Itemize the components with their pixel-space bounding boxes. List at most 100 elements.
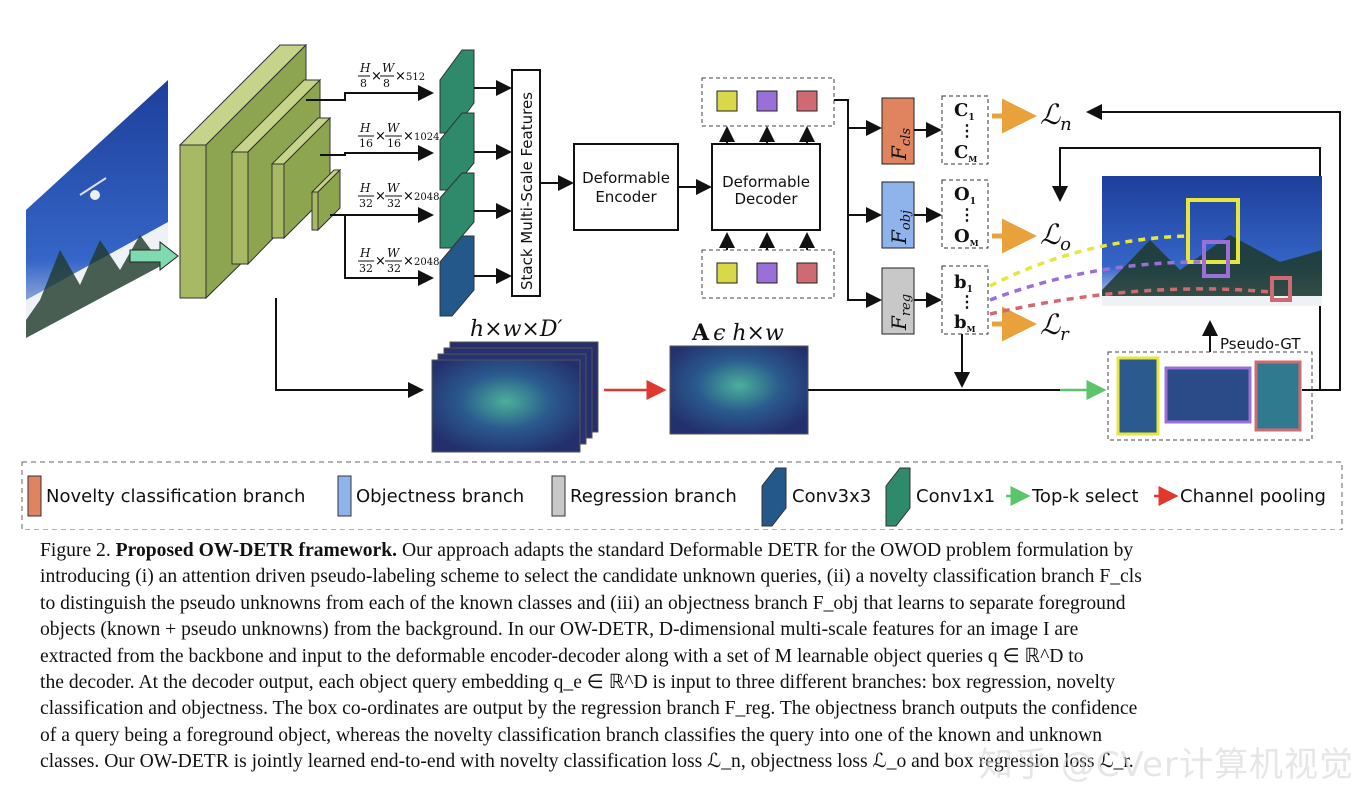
svg-text:CM: CM <box>954 142 977 164</box>
svg-text:⋮: ⋮ <box>959 121 975 140</box>
decoder-output-queries <box>701 77 835 127</box>
svg-text:b1: b1 <box>954 272 973 295</box>
caption-line-6: the decoder. At the decoder output, each… <box>40 672 1116 694</box>
svg-text:Novelty classification branch: Novelty classification branch <box>46 486 305 507</box>
svg-text:H: H <box>359 121 371 135</box>
head-output-arrows <box>914 122 942 308</box>
svg-text:O1: O1 <box>954 184 976 207</box>
encoder-box <box>573 143 679 231</box>
svg-text:bM: bM <box>954 312 976 334</box>
caption-line-4: objects (known + pseudo unknowns) from t… <box>40 619 1079 641</box>
svg-text:×: × <box>371 69 382 84</box>
loss-r: ℒr <box>1040 308 1070 345</box>
svg-text:Freg: Freg <box>887 294 914 331</box>
scale-labels: H 8 × W 8 × 512 H 16 × W 16 × 1024 H 32 … <box>358 61 439 275</box>
encoder-label-1: Deformable <box>582 169 670 187</box>
svg-text:32: 32 <box>359 197 373 210</box>
query-up-arrows <box>719 232 815 250</box>
head-cls: Fcls <box>881 97 915 165</box>
feature-maps <box>431 341 599 453</box>
encoder-label-2: Encoder <box>595 188 657 206</box>
svg-text:Fobj: Fobj <box>887 210 914 245</box>
decoder-label-2: Decoder <box>734 190 798 208</box>
legend-item-conv1x1: Conv1x1 <box>885 467 995 527</box>
svg-text:W: W <box>387 121 401 135</box>
caption-title: Proposed OW-DETR framework. <box>115 540 398 561</box>
input-image <box>26 80 168 338</box>
svg-text:×: × <box>375 189 386 204</box>
svg-text:Fcls: Fcls <box>887 128 914 161</box>
svg-text:32: 32 <box>359 262 373 275</box>
backbone-connectors <box>275 85 434 398</box>
svg-text:H: H <box>359 61 371 75</box>
legend-item-topk: Top-k select <box>1006 486 1139 507</box>
stack-label: Stack Multi-Scale Features <box>518 92 536 290</box>
svg-text:32: 32 <box>387 262 401 275</box>
object-queries <box>701 249 835 299</box>
caption-line-2: introducing (i) an attention driven pseu… <box>40 566 1142 588</box>
legend: Novelty classification branch Objectness… <box>21 461 1343 530</box>
svg-text:Objectness branch: Objectness branch <box>356 486 524 507</box>
loss-arrows <box>992 98 1037 342</box>
watermark: 知乎 @CVer计算机视觉 <box>978 745 1354 785</box>
svg-text:×: × <box>403 129 414 144</box>
svg-text:×: × <box>403 254 414 269</box>
feature-dim-label: h×w×D′ <box>470 317 563 342</box>
loss-n: ℒn <box>1040 98 1072 135</box>
decoder-up-arrows <box>719 126 815 144</box>
pseudo-links <box>989 234 1271 316</box>
stack-box <box>511 69 541 297</box>
legend-item-regression: Regression branch <box>551 475 737 517</box>
svg-text:2048: 2048 <box>414 192 439 203</box>
attention-map <box>669 345 809 435</box>
svg-text:Top-k select: Top-k select <box>1031 486 1139 507</box>
svg-text:16: 16 <box>359 137 373 150</box>
backbone-blocks <box>178 43 342 300</box>
topk-crops <box>1107 351 1313 441</box>
svg-text:Regression branch: Regression branch <box>570 486 737 507</box>
svg-text:Conv3x3: Conv3x3 <box>792 486 871 507</box>
head-obj: Fobj <box>881 181 915 249</box>
input-arrow-icon <box>129 240 179 272</box>
svg-text:W: W <box>387 181 401 195</box>
legend-item-channel-pooling: Channel pooling <box>1154 486 1326 507</box>
output-box-vector: b1 ⋮ bM <box>941 265 989 335</box>
loss-o: ℒo <box>1040 218 1071 255</box>
svg-text:H: H <box>359 181 371 195</box>
legend-item-objectness: Objectness branch <box>337 475 524 517</box>
legend-item-conv3x3: Conv3x3 <box>761 467 871 527</box>
decoder-box <box>711 143 821 231</box>
svg-text:W: W <box>382 61 396 75</box>
svg-text:⋮: ⋮ <box>959 205 975 224</box>
svg-text:Conv1x1: Conv1x1 <box>916 486 995 507</box>
decoder-label-1: Deformable <box>722 173 810 191</box>
caption-line-1: Figure 2. Proposed OW-DETR framework. Ou… <box>40 540 1134 561</box>
svg-text:16: 16 <box>387 137 401 150</box>
output-image <box>1102 176 1322 306</box>
caption-line-3: to distinguish the pseudo unknowns from … <box>40 592 1126 614</box>
output-obj-vector: O1 ⋮ OM <box>941 179 989 249</box>
svg-text:Channel pooling: Channel pooling <box>1180 486 1326 507</box>
conv-blocks <box>439 49 475 317</box>
caption-line-9: classes. Our OW-DETR is jointly learned … <box>40 751 1134 773</box>
branch-connectors <box>834 99 882 308</box>
svg-text:×: × <box>375 254 386 269</box>
svg-text:H: H <box>359 246 371 260</box>
svg-text:C1: C1 <box>954 100 975 123</box>
svg-text:1024: 1024 <box>414 132 439 143</box>
svg-text:32: 32 <box>387 197 401 210</box>
svg-text:OM: OM <box>954 226 979 248</box>
svg-text:8: 8 <box>383 77 390 90</box>
caption-line-7: classification and objectness. The box c… <box>40 698 1138 720</box>
framework-diagram: H 8 × W 8 × 512 H 16 × W 16 × 1024 H 32 … <box>21 43 1343 530</box>
svg-text:512: 512 <box>406 72 425 83</box>
svg-text:8: 8 <box>360 77 367 90</box>
pseudo-gt-label: Pseudo-GT <box>1220 335 1301 353</box>
figure-caption: Figure 2. Proposed OW-DETR framework. Ou… <box>40 538 1358 776</box>
svg-text:W: W <box>387 246 401 260</box>
svg-text:×: × <box>395 69 406 84</box>
svg-text:×: × <box>375 129 386 144</box>
legend-item-novelty: Novelty classification branch <box>27 475 305 517</box>
svg-text:⋮: ⋮ <box>959 292 975 311</box>
svg-text:2048: 2048 <box>414 257 439 268</box>
